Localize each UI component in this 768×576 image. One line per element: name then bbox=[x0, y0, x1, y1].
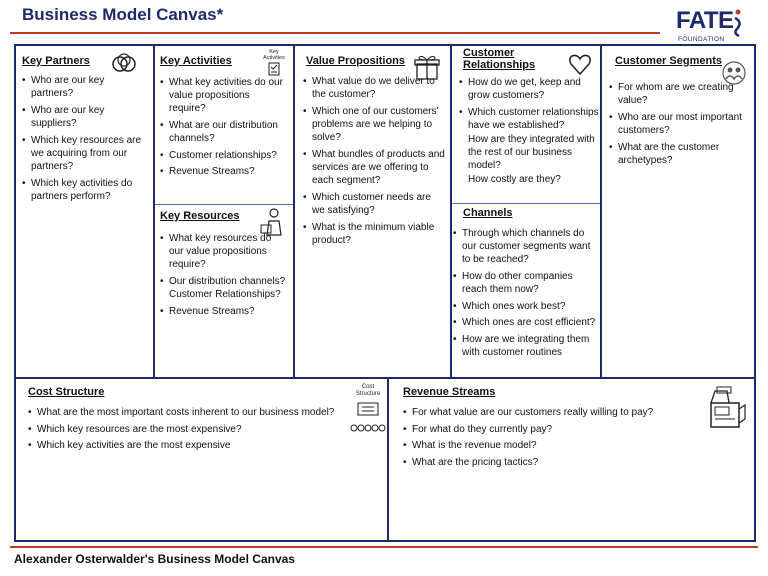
footer-caption: Alexander Osterwalder's Business Model C… bbox=[14, 552, 295, 566]
logo-name: FATE bbox=[676, 7, 734, 34]
list-item: For what do they currently pay? bbox=[403, 423, 703, 436]
list-item: For whom are we creating value? bbox=[609, 81, 749, 107]
title-line: Relationships bbox=[463, 59, 536, 71]
key-activities-icon-label: Key Activities bbox=[263, 49, 285, 61]
divider bbox=[16, 377, 756, 379]
list-item: For what value are our customers really … bbox=[403, 406, 703, 419]
title-line: Customer bbox=[463, 47, 515, 59]
list-item: Which one of our customers' problems are… bbox=[303, 105, 445, 145]
customer-relationships-section: Customer Relationships How do we get, ke… bbox=[452, 46, 600, 203]
list-item: How do we get, keep and grow customers? bbox=[459, 76, 599, 102]
key-resources-section: Key Resources What key resources do our … bbox=[155, 205, 293, 377]
list-item: Which key resources are we acquiring fro… bbox=[22, 134, 146, 174]
divider bbox=[387, 379, 389, 542]
customer-relationships-title: Customer Relationships bbox=[463, 47, 535, 71]
footer-divider bbox=[10, 546, 758, 548]
cost-structure-section: Cost Structure Cost Structure What are t… bbox=[16, 379, 387, 542]
key-resources-title: Key Resources bbox=[160, 210, 240, 222]
list-item: Which ones are cost efficient? bbox=[453, 316, 599, 329]
list-item: What bundles of products and services ar… bbox=[303, 148, 445, 188]
key-activities-title: Key Activities bbox=[160, 55, 232, 67]
list-item: Which key activities are the most expens… bbox=[28, 439, 348, 452]
list-item: Our distribution channels? Customer Rela… bbox=[160, 275, 288, 301]
page-title: Business Model Canvas* bbox=[22, 5, 224, 24]
list-item: Through which channels do our customer s… bbox=[453, 227, 599, 267]
key-partners-section: Key Partners Who are our key partners? W… bbox=[16, 46, 153, 377]
value-propositions-title: Value Propositions bbox=[306, 55, 406, 67]
divider bbox=[155, 204, 293, 205]
link-icon bbox=[112, 53, 136, 72]
list-item: Customer relationships? bbox=[160, 149, 288, 162]
icon-label-line: Structure bbox=[355, 391, 381, 397]
list-item-continuation: How are they integrated with the rest of… bbox=[468, 133, 595, 171]
cost-structure-icon-label: Cost Structure bbox=[350, 384, 386, 398]
list-item: Who are our most important customers? bbox=[609, 111, 749, 137]
fate-logo: FATE FOUNDATION bbox=[676, 7, 748, 45]
list-item: What is the minimum viable product? bbox=[303, 221, 445, 247]
list-item-continuation: How costly are they? bbox=[468, 173, 561, 185]
revenue-streams-section: Revenue Streams For what value are our c… bbox=[389, 379, 756, 542]
checklist-icon bbox=[268, 62, 280, 76]
list-item: How do other companies reach them now? bbox=[453, 270, 599, 296]
customer-segments-section: Customer Segments For whom are we creati… bbox=[602, 46, 756, 377]
list-item: What are the most important costs inhere… bbox=[28, 406, 348, 419]
divider bbox=[450, 46, 452, 379]
business-model-canvas: Key Partners Who are our key partners? W… bbox=[14, 44, 756, 542]
list-item: Revenue Streams? bbox=[160, 165, 288, 178]
customer-segments-title: Customer Segments bbox=[615, 55, 722, 67]
list-item: What key activities do our value proposi… bbox=[160, 76, 288, 116]
divider bbox=[293, 46, 295, 379]
list-item: Which customer needs are we satisfying? bbox=[303, 191, 445, 217]
list-item: Which key activities do partners perform… bbox=[22, 177, 146, 203]
channels-section: Channels Through which channels do our c… bbox=[452, 204, 600, 377]
revenue-streams-title: Revenue Streams bbox=[403, 386, 496, 398]
list-item: How are we integrating them with custome… bbox=[453, 333, 599, 359]
list-item: What value do we deliver to the customer… bbox=[303, 75, 445, 101]
heart-icon bbox=[568, 54, 592, 76]
list-item: Which ones work best? bbox=[453, 300, 599, 313]
key-partners-title: Key Partners bbox=[22, 55, 90, 67]
list-item: What is the revenue model? bbox=[403, 439, 703, 452]
people-icon bbox=[722, 61, 746, 85]
list-item: What are the pricing tactics? bbox=[403, 456, 703, 469]
icon-label-line: Cost bbox=[361, 384, 375, 390]
divider bbox=[153, 46, 155, 379]
cash-register-icon bbox=[710, 386, 746, 428]
value-propositions-section: Value Propositions What value do we deli… bbox=[295, 46, 450, 377]
header-divider bbox=[10, 32, 660, 34]
list-item: What key resources do our value proposit… bbox=[160, 232, 288, 272]
channels-title: Channels bbox=[463, 207, 513, 219]
cost-structure-title: Cost Structure bbox=[28, 386, 105, 398]
list-item: What are our distribution channels? bbox=[160, 119, 288, 145]
list-item: Who are our key suppliers? bbox=[22, 104, 146, 130]
list-item: Revenue Streams? bbox=[160, 305, 288, 318]
key-activities-section: Key Activities Key Activities What key a… bbox=[155, 46, 293, 204]
divider bbox=[600, 46, 602, 379]
list-item: What are the customer archetypes? bbox=[609, 141, 749, 167]
logo-figure-icon bbox=[734, 9, 741, 37]
list-item: Who are our key partners? bbox=[22, 74, 146, 100]
coins-icon bbox=[350, 402, 386, 432]
logo-subtitle: FOUNDATION bbox=[678, 36, 725, 43]
divider bbox=[452, 203, 600, 204]
list-item: Which customer relationships have we est… bbox=[459, 106, 599, 132]
list-item: Which key resources are the most expensi… bbox=[28, 423, 348, 436]
